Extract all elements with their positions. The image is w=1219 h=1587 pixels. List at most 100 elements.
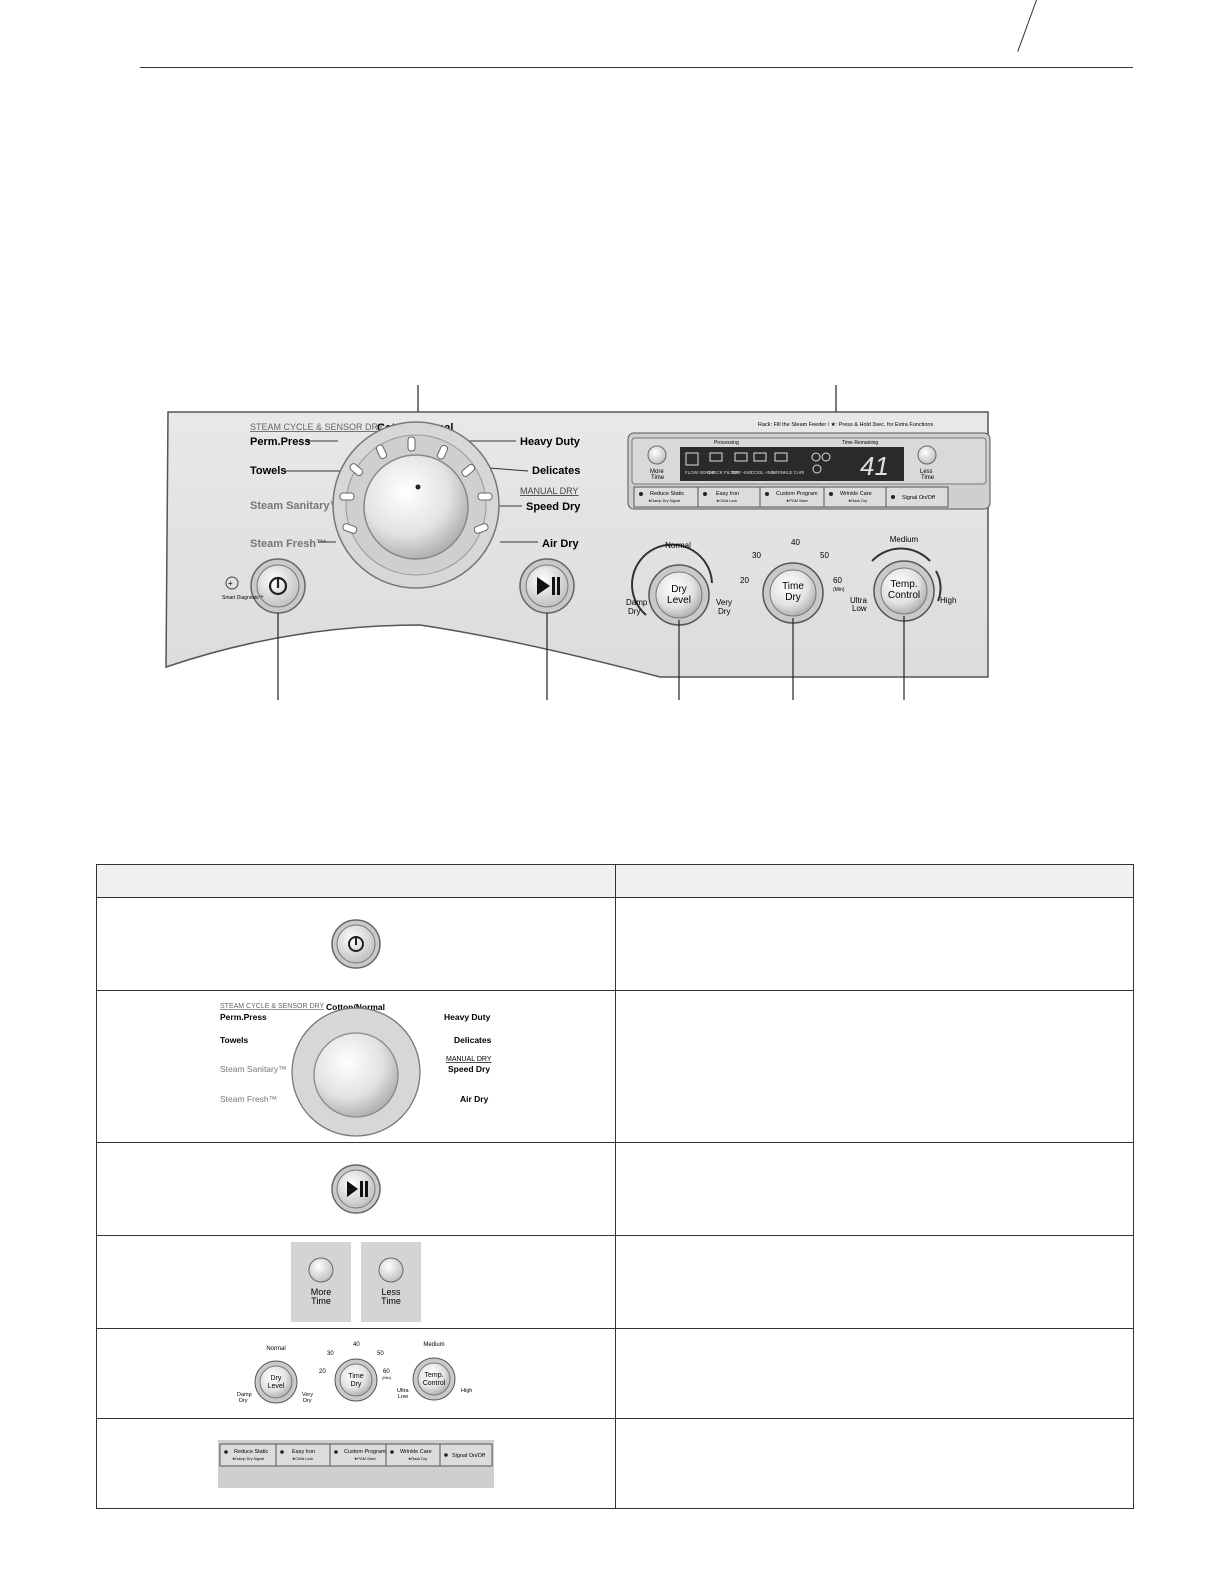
svg-text:Time: Time xyxy=(651,475,665,481)
cycle-towels: Towels xyxy=(250,465,286,477)
svg-text:40: 40 xyxy=(791,538,800,547)
svg-text:More: More xyxy=(310,1287,331,1297)
table-row: Dry Level Normal Damp Dry Very Dry Time … xyxy=(96,1328,1134,1419)
svg-text:Temp.: Temp. xyxy=(424,1372,443,1379)
time-display xyxy=(804,447,904,481)
svg-text:Heavy Duty: Heavy Duty xyxy=(444,1012,491,1022)
svg-text:50: 50 xyxy=(377,1351,384,1357)
svg-text:Level: Level xyxy=(267,1383,284,1390)
svg-text:Very: Very xyxy=(302,1392,313,1398)
svg-text:Time: Time xyxy=(348,1373,363,1380)
control-panel-illustration: STEAM CYCLE & SENSOR DRY Perm.Press Towe… xyxy=(165,385,991,700)
svg-text:STEAM CYCLE & SENSOR DRY: STEAM CYCLE & SENSOR DRY xyxy=(220,1003,324,1010)
cycle-speed-dry: Speed Dry xyxy=(526,501,581,513)
svg-text:Low: Low xyxy=(852,604,867,613)
svg-text:20: 20 xyxy=(740,576,749,585)
svg-text:Ultra: Ultra xyxy=(850,596,867,605)
svg-text:Signal On/Off: Signal On/Off xyxy=(902,495,935,501)
svg-text:Medium: Medium xyxy=(890,535,919,544)
svg-text:Low: Low xyxy=(398,1394,408,1400)
svg-text:Time: Time xyxy=(381,1296,401,1306)
svg-text:Wrinkle Care: Wrinkle Care xyxy=(840,491,872,497)
svg-text:Control: Control xyxy=(888,590,920,601)
svg-text:20: 20 xyxy=(319,1369,326,1375)
svg-text:(Min): (Min) xyxy=(833,587,845,593)
svg-text:Reduce Static: Reduce Static xyxy=(650,491,684,497)
svg-text:WRINKLE CARE: WRINKLE CARE xyxy=(772,470,806,475)
svg-text:CHECK FILTER: CHECK FILTER xyxy=(707,470,740,475)
svg-text:+: + xyxy=(228,579,233,588)
stage-display xyxy=(680,447,804,481)
svg-text:Dry: Dry xyxy=(785,592,801,603)
svg-text:Perm.Press: Perm.Press xyxy=(220,1012,267,1022)
option-buttons-icon: Reduce Static ★Damp Dry Signal Easy Iron… xyxy=(217,1439,494,1488)
svg-text:Dry: Dry xyxy=(718,607,730,616)
time-remaining-label: Time Remaining xyxy=(842,440,878,446)
dial-knobs-icon: Dry Level Normal Damp Dry Very Dry Time … xyxy=(237,1342,472,1404)
option-custom-program xyxy=(759,486,825,508)
table-row xyxy=(96,897,1134,991)
svg-text:★Rack Dry: ★Rack Dry xyxy=(408,1457,427,1461)
table-row xyxy=(96,1142,1134,1236)
manual-dry-header: MANUAL DRY xyxy=(520,486,579,496)
program-knob xyxy=(363,454,469,560)
svg-text:Time: Time xyxy=(311,1296,331,1306)
svg-text:Dry: Dry xyxy=(671,584,687,595)
cycle-steam-sanitary: Steam Sanitary™ xyxy=(250,500,340,512)
dry-level-knob: Dry Level Normal Damp Dry Very Dry xyxy=(626,541,732,700)
start-pause-icon xyxy=(331,1164,381,1214)
svg-text:Time: Time xyxy=(921,475,935,481)
svg-text:Medium: Medium xyxy=(423,1342,444,1348)
svg-text:High: High xyxy=(461,1388,472,1394)
svg-text:Normal: Normal xyxy=(266,1346,285,1352)
svg-text:50: 50 xyxy=(820,551,829,560)
top-rule xyxy=(140,67,1133,68)
table-row: Reduce Static ★Damp Dry Signal Easy Iron… xyxy=(96,1418,1134,1509)
svg-text:★PGM Save: ★PGM Save xyxy=(354,1457,376,1461)
svg-text:Dry: Dry xyxy=(303,1398,312,1404)
smart-diagnosis-label: Smart Diagnosis™ xyxy=(222,595,264,601)
cycle-heavy-duty: Heavy Duty xyxy=(520,436,581,448)
top-notice: Rack: Fill the Steam Feeder / ★: Press &… xyxy=(758,422,933,428)
svg-text:Custom Program: Custom Program xyxy=(776,491,818,497)
option-easy-iron xyxy=(697,486,761,508)
table-row: STEAM CYCLE & SENSOR DRY Perm.Press Towe… xyxy=(96,990,1134,1143)
svg-text:★Damp Dry Signal: ★Damp Dry Signal xyxy=(232,1457,264,1461)
option-signal xyxy=(885,486,949,508)
svg-text:Reduce Static: Reduce Static xyxy=(234,1449,268,1455)
table-header-2 xyxy=(614,864,1134,898)
svg-text:High: High xyxy=(940,596,956,605)
svg-text:Dry: Dry xyxy=(628,607,640,616)
svg-text:Towels: Towels xyxy=(220,1035,248,1045)
svg-text:60: 60 xyxy=(383,1369,390,1375)
svg-text:Damp: Damp xyxy=(626,598,648,607)
more-less-time-icon: More Time Less Time xyxy=(290,1242,421,1322)
svg-text:Steam Sanitary™: Steam Sanitary™ xyxy=(220,1064,287,1074)
svg-text:Delicates: Delicates xyxy=(454,1035,492,1045)
svg-text:Ultra: Ultra xyxy=(397,1388,410,1394)
svg-text:Level: Level xyxy=(667,595,691,606)
table-row: More Time Less Time xyxy=(96,1235,1134,1329)
corner-line xyxy=(1017,0,1037,52)
svg-text:40: 40 xyxy=(353,1342,360,1348)
svg-text:★PGM Save: ★PGM Save xyxy=(786,499,808,503)
svg-text:★Damp Dry Signal: ★Damp Dry Signal xyxy=(648,499,680,503)
cycle-perm-press: Perm.Press xyxy=(250,436,311,448)
svg-text:More: More xyxy=(650,469,664,475)
program-knob-icon: STEAM CYCLE & SENSOR DRY Perm.Press Towe… xyxy=(220,1002,492,1137)
svg-text:Wrinkle Care: Wrinkle Care xyxy=(400,1449,432,1455)
svg-text:Very: Very xyxy=(716,598,732,607)
cycle-steam-fresh: Steam Fresh™ xyxy=(250,538,327,550)
more-time-button xyxy=(647,445,667,465)
option-reduce-static xyxy=(633,486,699,508)
svg-text:★Rack Dry: ★Rack Dry xyxy=(848,499,867,503)
svg-text:Speed Dry: Speed Dry xyxy=(448,1064,490,1074)
svg-text:Cotton/Normal: Cotton/Normal xyxy=(326,1002,385,1012)
option-wrinkle-care xyxy=(823,486,887,508)
svg-text:60: 60 xyxy=(833,576,842,585)
svg-text:Damp: Damp xyxy=(237,1392,252,1398)
svg-text:Air Dry: Air Dry xyxy=(460,1094,489,1104)
processing-label: Processing xyxy=(714,440,739,446)
svg-text:COOL -ING: COOL -ING xyxy=(751,470,775,475)
time-dry-knob: Time Dry 40 30 50 20 60 (Min) xyxy=(740,538,845,700)
